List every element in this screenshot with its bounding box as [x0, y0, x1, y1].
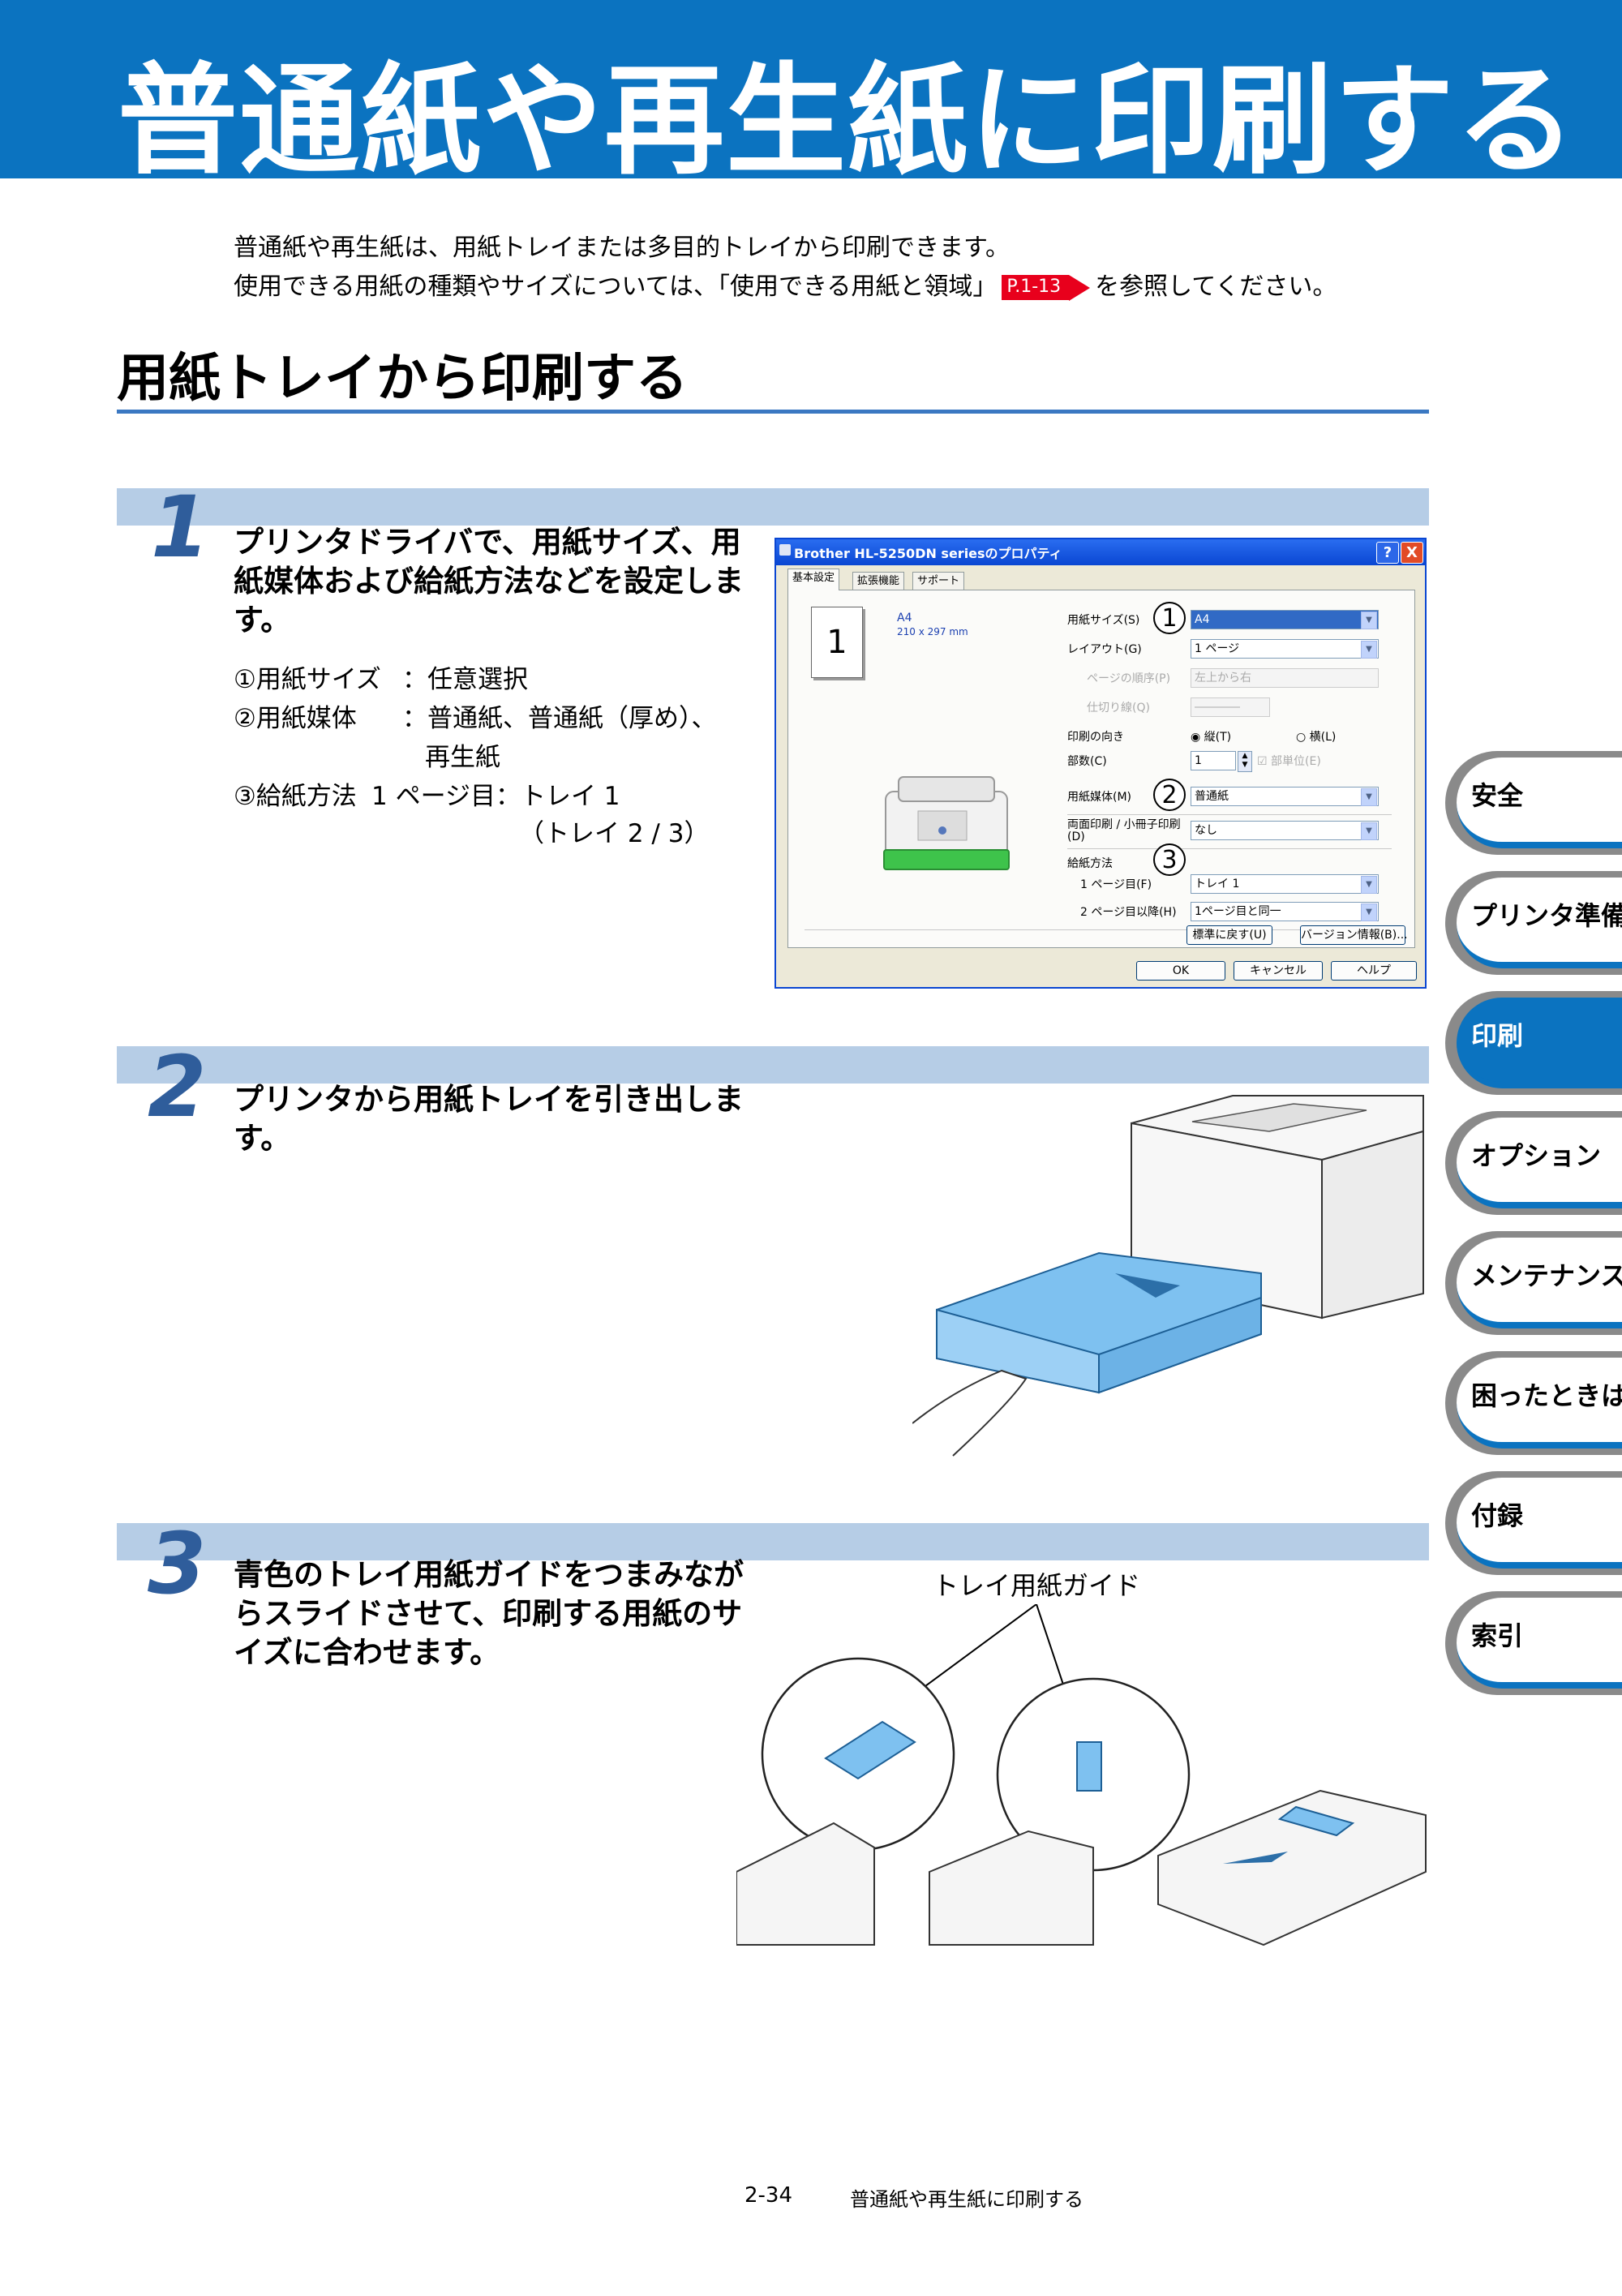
cancel-button[interactable]: キャンセル	[1234, 961, 1323, 981]
first-page-select[interactable]: トレイ 1▼	[1191, 874, 1379, 894]
printer-icon	[779, 544, 791, 556]
duplex-label: 両面印刷 / 小冊子印刷(D)	[1067, 818, 1181, 843]
printer-tray-pull-illustration	[912, 1095, 1424, 1457]
copies-input[interactable]: 1	[1191, 751, 1236, 770]
printer-properties-dialog: Brother HL-5250DN seriesのプロパティ ? X 基本設定 …	[775, 538, 1427, 989]
chevron-down-icon: ▼	[1361, 641, 1377, 659]
tray-guide-label: トレイ用紙ガイド	[933, 1570, 1141, 1601]
radio-selected-icon: ◉	[1191, 731, 1201, 744]
intro-line-1: 普通紙や再生紙は、用紙トレイまたは多目的トレイから印刷できます。	[234, 234, 1010, 262]
copies-spinner[interactable]: ▲▼	[1238, 751, 1252, 772]
orientation-label: 印刷の向き	[1067, 731, 1124, 744]
step-1-item-2-cont: 再生紙	[425, 743, 500, 772]
side-tab-safety[interactable]: 安全	[1445, 751, 1622, 855]
side-tab-options[interactable]: オプション	[1445, 1111, 1622, 1215]
step-2-text: プリンタから用紙トレイを引き出します。	[234, 1082, 744, 1156]
tab-advanced[interactable]: 拡張機能	[852, 572, 905, 591]
step-3-number: 3	[148, 1514, 207, 1613]
orientation-portrait-radio[interactable]: ◉ 縦(T)	[1191, 731, 1232, 744]
page-reference-link[interactable]: P.1-13	[1002, 275, 1090, 301]
section-title: 用紙トレイから印刷する	[117, 349, 688, 409]
orientation-landscape-radio[interactable]: ○ 横(L)	[1296, 731, 1337, 744]
source-label: 給紙方法	[1067, 857, 1113, 870]
border-select[interactable]: ――――	[1191, 697, 1270, 717]
side-tab-index[interactable]: 索引	[1445, 1591, 1622, 1695]
duplex-select[interactable]: なし▼	[1191, 821, 1379, 840]
footer-page-number: 2-34	[744, 2183, 793, 2208]
step-3-text: 青色のトレイ用紙ガイドをつまみながらスライドさせて、印刷する用紙のサイズに合わせ…	[234, 1557, 744, 1670]
other-pages-select[interactable]: 1ページ目と同一▼	[1191, 902, 1379, 921]
callout-1: 1	[1153, 602, 1186, 634]
intro-line-2-before: 使用できる用紙の種類やサイズについては、「使用できる用紙と領域」	[234, 273, 998, 301]
page-order-select[interactable]: 左上から右	[1191, 668, 1379, 688]
intro-line-2-after: を参照してください。	[1095, 273, 1337, 301]
page-order-label: ページの順序(P)	[1087, 672, 1171, 685]
side-tab-maintenance[interactable]: メンテナンス	[1445, 1231, 1622, 1335]
paper-size-label: 用紙サイズ(S)	[1067, 614, 1140, 627]
tray-guide-illustration	[736, 1604, 1427, 1946]
collate-checkbox[interactable]: ☑ 部単位(E)	[1257, 755, 1321, 768]
chevron-down-icon: ▼	[1361, 903, 1377, 921]
step-1-bar	[117, 488, 1429, 526]
page-title: 普通紙や再生紙に印刷する	[118, 51, 1577, 191]
preview-page-number: 1	[826, 624, 847, 661]
help-dialog-button[interactable]: ヘルプ	[1331, 961, 1417, 981]
step-1-text: プリンタドライバで、用紙サイズ、用紙媒体および給紙方法などを設定します。	[234, 525, 744, 637]
step-1-item-3-cont: （トレイ 2 / 3）	[519, 819, 710, 848]
preview-dims: 210 x 297 mm	[897, 626, 968, 637]
ok-button[interactable]: OK	[1136, 961, 1225, 981]
checkbox-icon: ☑	[1257, 755, 1268, 768]
chevron-down-icon: ▼	[1361, 788, 1377, 806]
step-1-number: 1	[151, 478, 210, 577]
side-tab-troubleshooting[interactable]: 困ったときは	[1445, 1351, 1622, 1455]
step-1-item-2: ②用紙媒体：普通紙、普通紙（厚め）、	[234, 704, 717, 733]
tab-panel: 1 A4 210 x 297 mm 用紙サイズ(S) A4▼ レイアウト(G) …	[787, 590, 1415, 948]
layout-label: レイアウト(G)	[1067, 643, 1142, 656]
page-preview: 1	[811, 607, 863, 678]
first-page-label: 1 ページ目(F)	[1080, 878, 1152, 891]
side-tab-appendix[interactable]: 付録	[1445, 1471, 1622, 1575]
divider	[805, 929, 1397, 930]
restore-default-button[interactable]: 標準に戻す(U)	[1186, 925, 1272, 945]
layout-select[interactable]: 1 ページ▼	[1191, 639, 1379, 659]
chevron-down-icon: ▼	[1361, 876, 1377, 894]
footer-title: 普通紙や再生紙に印刷する	[850, 2188, 1083, 2211]
tab-basic[interactable]: 基本設定	[787, 569, 840, 590]
other-pages-label: 2 ページ目以降(H)	[1080, 906, 1177, 919]
printer-illustration	[883, 776, 1010, 870]
tab-support[interactable]: サポート	[912, 572, 965, 591]
header-banner	[0, 0, 1622, 178]
paper-size-select[interactable]: A4▼	[1191, 610, 1379, 629]
chevron-down-icon: ▼	[1361, 612, 1377, 629]
media-select[interactable]: 普通紙▼	[1191, 787, 1379, 806]
close-button[interactable]: X	[1401, 542, 1423, 564]
preview-size: A4	[897, 612, 912, 624]
radio-empty-icon: ○	[1296, 731, 1307, 744]
dialog-titlebar: Brother HL-5250DN seriesのプロパティ ? X	[776, 539, 1425, 565]
border-label: 仕切り線(Q)	[1087, 702, 1150, 715]
media-label: 用紙媒体(M)	[1067, 791, 1132, 804]
side-tab-printer-setup[interactable]: プリンタ準備	[1445, 871, 1622, 975]
step-3-bar	[117, 1523, 1429, 1560]
callout-2: 2	[1153, 779, 1186, 811]
help-button[interactable]: ?	[1376, 542, 1399, 564]
divider	[1067, 848, 1392, 849]
chevron-down-icon: ▼	[1361, 822, 1377, 840]
section-rule	[117, 410, 1429, 414]
divider	[1067, 814, 1392, 815]
side-tab-printing[interactable]: 印刷	[1445, 991, 1622, 1095]
step-2-number: 2	[148, 1037, 207, 1136]
callout-3: 3	[1153, 843, 1186, 876]
dialog-title: Brother HL-5250DN seriesのプロパティ	[794, 546, 1062, 561]
step-2-bar	[117, 1046, 1429, 1084]
copies-label: 部数(C)	[1067, 755, 1107, 768]
version-info-button[interactable]: バージョン情報(B)...	[1300, 925, 1408, 945]
step-1-item-1: ①用紙サイズ：任意選択	[234, 665, 528, 694]
